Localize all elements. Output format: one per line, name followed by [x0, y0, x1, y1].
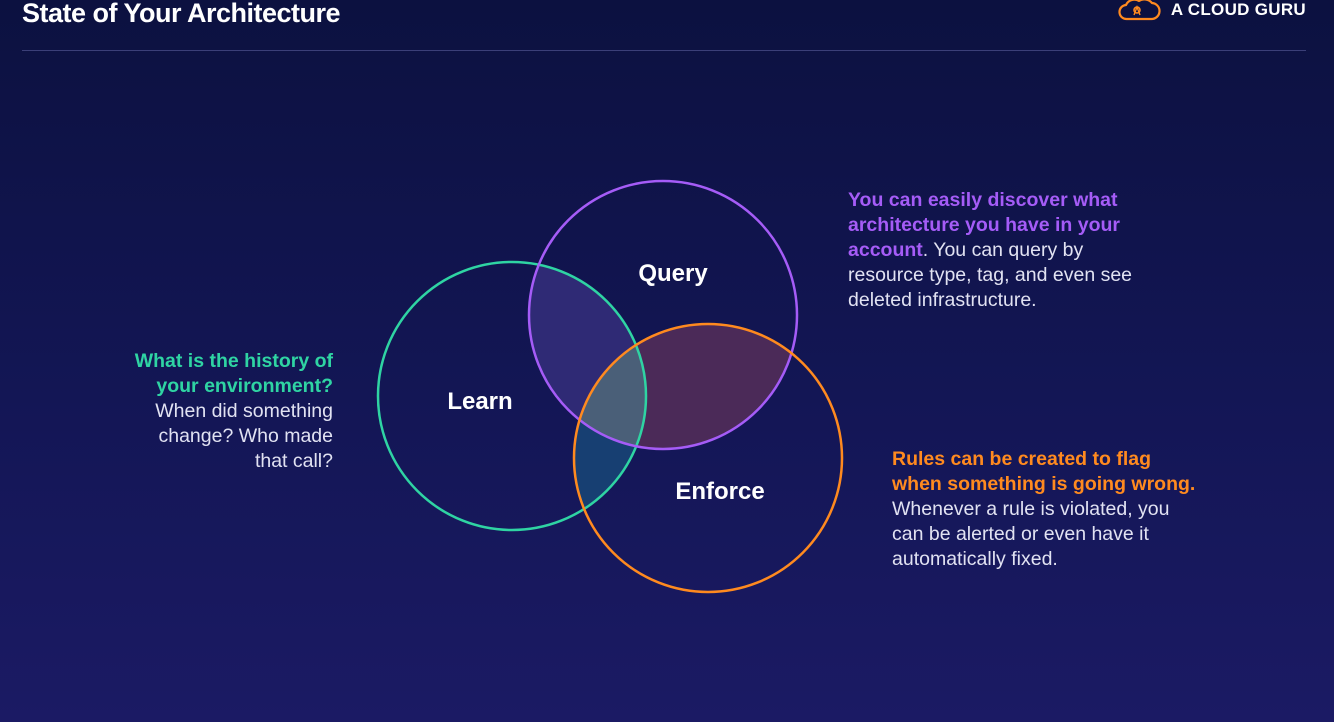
query-label: Query: [638, 260, 708, 287]
enforce-callout-body-2: can be alerted or even have it: [892, 523, 1149, 545]
overlap-center: [574, 324, 646, 449]
enforce-callout-body-1: Whenever a rule is violated, you: [892, 498, 1170, 520]
enforce-label: Enforce: [675, 478, 765, 505]
query-callout-body-3: . You can query by: [922, 239, 1084, 261]
query-callout-lead-2: architecture you have in your: [848, 214, 1121, 236]
learn-circle: [376, 260, 648, 532]
cloud-logo-icon: [1118, 0, 1161, 21]
learn-callout-body-1: When did something: [155, 400, 333, 422]
learn-label: Learn: [447, 388, 513, 415]
learn-callout-body-2: change? Who made: [158, 425, 333, 447]
brand: A CLOUD GURU: [1117, 0, 1306, 21]
query-callout-line-3: account. You can query by: [848, 238, 1188, 263]
learn-callout-lead-2: your environment?: [156, 375, 333, 397]
overlap-learn-query: [529, 262, 646, 449]
query-callout-lead-3: account: [848, 239, 923, 261]
query-circle: [527, 179, 799, 451]
query-callout-lead-1: You can easily discover what: [848, 189, 1118, 211]
learn-callout-body-3: that call?: [254, 450, 333, 472]
venn-overlaps: [529, 262, 797, 530]
learn-callout-lead-1: What is the history of: [134, 350, 333, 372]
slide-title: State of Your Architecture: [22, 0, 341, 28]
header-divider: [22, 50, 1306, 51]
query-callout-body-4: resource type, tag, and even see: [848, 264, 1133, 286]
enforce-circle: [572, 322, 844, 594]
brand-name: A CLOUD GURU: [1170, 0, 1306, 19]
learn-callout: What is the history of your environment?…: [93, 349, 333, 474]
query-callout: You can easily discover what architectur…: [848, 188, 1188, 313]
query-callout-body-5: deleted infrastructure.: [848, 289, 1037, 311]
enforce-callout-lead-2: when something is going wrong.: [892, 473, 1196, 495]
enforce-callout: Rules can be created to flag when someth…: [892, 447, 1242, 572]
enforce-callout-lead-1: Rules can be created to flag: [892, 448, 1151, 470]
enforce-callout-body-3: automatically fixed.: [892, 548, 1058, 570]
